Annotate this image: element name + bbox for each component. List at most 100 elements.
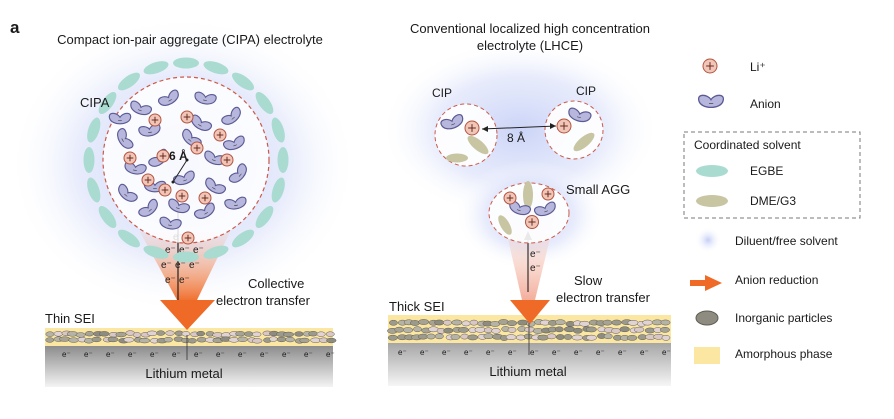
inorganic-particle: [325, 331, 335, 337]
inorganic-particle: [45, 337, 55, 343]
inorganic-particle: [85, 331, 94, 337]
anion-charge: −: [202, 208, 211, 218]
inorganic-particle: [660, 326, 670, 333]
inorganic-particle: [299, 337, 310, 344]
anion-charge: −: [185, 135, 195, 145]
anion-charge: −: [118, 136, 128, 145]
left-sei-label: Thin SEI: [45, 311, 95, 326]
left-reduction-arrowhead: [160, 300, 215, 330]
inorganic-particle: [546, 333, 557, 340]
egbe-solvent: [255, 206, 274, 229]
legend-anion-icon: −: [697, 94, 725, 108]
anion-charge: −: [174, 203, 182, 213]
egbe-solvent: [271, 177, 285, 203]
cipa-anion: −: [221, 106, 241, 125]
cipa-anion: −: [108, 112, 132, 125]
inorganic-particle: [196, 330, 206, 337]
electron-in-metal: e⁻: [596, 348, 605, 357]
electron-in-metal: e⁻: [282, 350, 291, 359]
electron-in-metal: e⁻: [508, 348, 517, 357]
inorganic-particle: [276, 336, 287, 343]
electron-in-metal: e⁻: [260, 350, 269, 359]
anion-charge: −: [210, 155, 218, 165]
inorganic-particle: [467, 334, 479, 341]
inorganic-particle: [285, 336, 295, 343]
anion-charge: −: [542, 206, 550, 216]
anion-charge: −: [202, 96, 208, 106]
legend-amorphous-label: Amorphous phase: [735, 347, 833, 361]
right-sei-label: Thick SEI: [389, 299, 445, 314]
egbe-solvent: [271, 117, 285, 143]
cip-right-label: CIP: [576, 84, 596, 98]
inorganic-particle: [469, 319, 479, 326]
anion-charge: −: [210, 183, 219, 193]
dme-solvent: [467, 135, 489, 155]
anion-shape: [157, 89, 179, 106]
anion-shape: [117, 127, 134, 149]
anion-shape: [108, 112, 132, 125]
distance-end: [171, 180, 175, 184]
left-lithium-metal: [45, 345, 333, 387]
inorganic-particle: [163, 337, 173, 343]
inorganic-particle: [252, 331, 262, 337]
electron-in-metal: e⁻: [216, 350, 225, 359]
panel-label: a: [10, 18, 20, 37]
electron-in-metal: e⁻: [326, 350, 335, 359]
left-title: Compact ion-pair aggregate (CIPA) electr…: [57, 32, 323, 47]
anion-shape: [138, 198, 158, 217]
electron-in-metal: e⁻: [150, 350, 159, 359]
right-title-line1: Conventional localized high concentratio…: [410, 21, 650, 36]
inorganic-particle: [181, 331, 191, 337]
inorganic-particle: [326, 337, 337, 344]
legend-inorganic-label: Inorganic particles: [735, 311, 832, 325]
cipa-anion: −: [193, 202, 215, 219]
cip-distance-label: 8 Å: [507, 130, 525, 145]
electron-label: e⁻: [161, 260, 172, 271]
distance-end: [185, 158, 189, 162]
anion-charge: −: [181, 175, 189, 185]
cipa-anion: −: [118, 183, 138, 202]
anion-shape: [194, 91, 217, 105]
inorganic-particle: [443, 319, 452, 326]
inorganic-particle: [554, 326, 564, 333]
anion-charge: −: [233, 200, 239, 210]
legend-coordinated-box: [683, 131, 861, 219]
inorganic-particle: [571, 334, 583, 341]
anion-charge: −: [153, 184, 158, 193]
inorganic-particle: [450, 334, 461, 340]
inorganic-particle: [98, 331, 110, 337]
electron-label: e⁻: [165, 245, 176, 256]
distance-arrowhead: [550, 123, 556, 129]
electron-in-metal: e⁻: [62, 350, 71, 359]
right-title-line2: electrolyte (LHCE): [477, 38, 583, 53]
dme-solvent: [498, 215, 512, 235]
electron-label: e⁻: [175, 260, 186, 271]
inorganic-particle: [586, 334, 597, 341]
legend-anion-label: Anion: [750, 97, 781, 111]
anion-charge: −: [708, 98, 713, 108]
inorganic-particle: [413, 326, 422, 333]
electron-in-metal: e⁻: [640, 348, 649, 357]
legend-reduction-icon: [690, 275, 722, 291]
anion-shape: [228, 163, 247, 183]
cipa-anion: −: [138, 198, 158, 217]
inorganic-particle: [434, 333, 444, 340]
electron-in-metal: e⁻: [420, 348, 429, 357]
electron-in-metal: e⁻: [552, 348, 561, 357]
inorganic-particle: [458, 327, 469, 333]
egbe-solvent: [173, 251, 199, 263]
electron-in-metal: e⁻: [194, 350, 203, 359]
inorganic-particle: [603, 333, 613, 340]
inorganic-particle: [394, 326, 404, 333]
anion-shape: [205, 177, 227, 194]
electron-in-metal: e⁻: [464, 348, 473, 357]
right-lithium-metal: [388, 340, 671, 386]
cipa-anion: −: [130, 100, 152, 116]
legend-diluent-icon: [695, 227, 721, 253]
egbe-solvent: [277, 147, 289, 173]
anion-shape: [440, 113, 464, 130]
anion-shape: [568, 107, 592, 123]
anion-shape: [168, 198, 190, 214]
anion-shape: [224, 196, 247, 210]
inorganic-particle: [443, 327, 454, 334]
